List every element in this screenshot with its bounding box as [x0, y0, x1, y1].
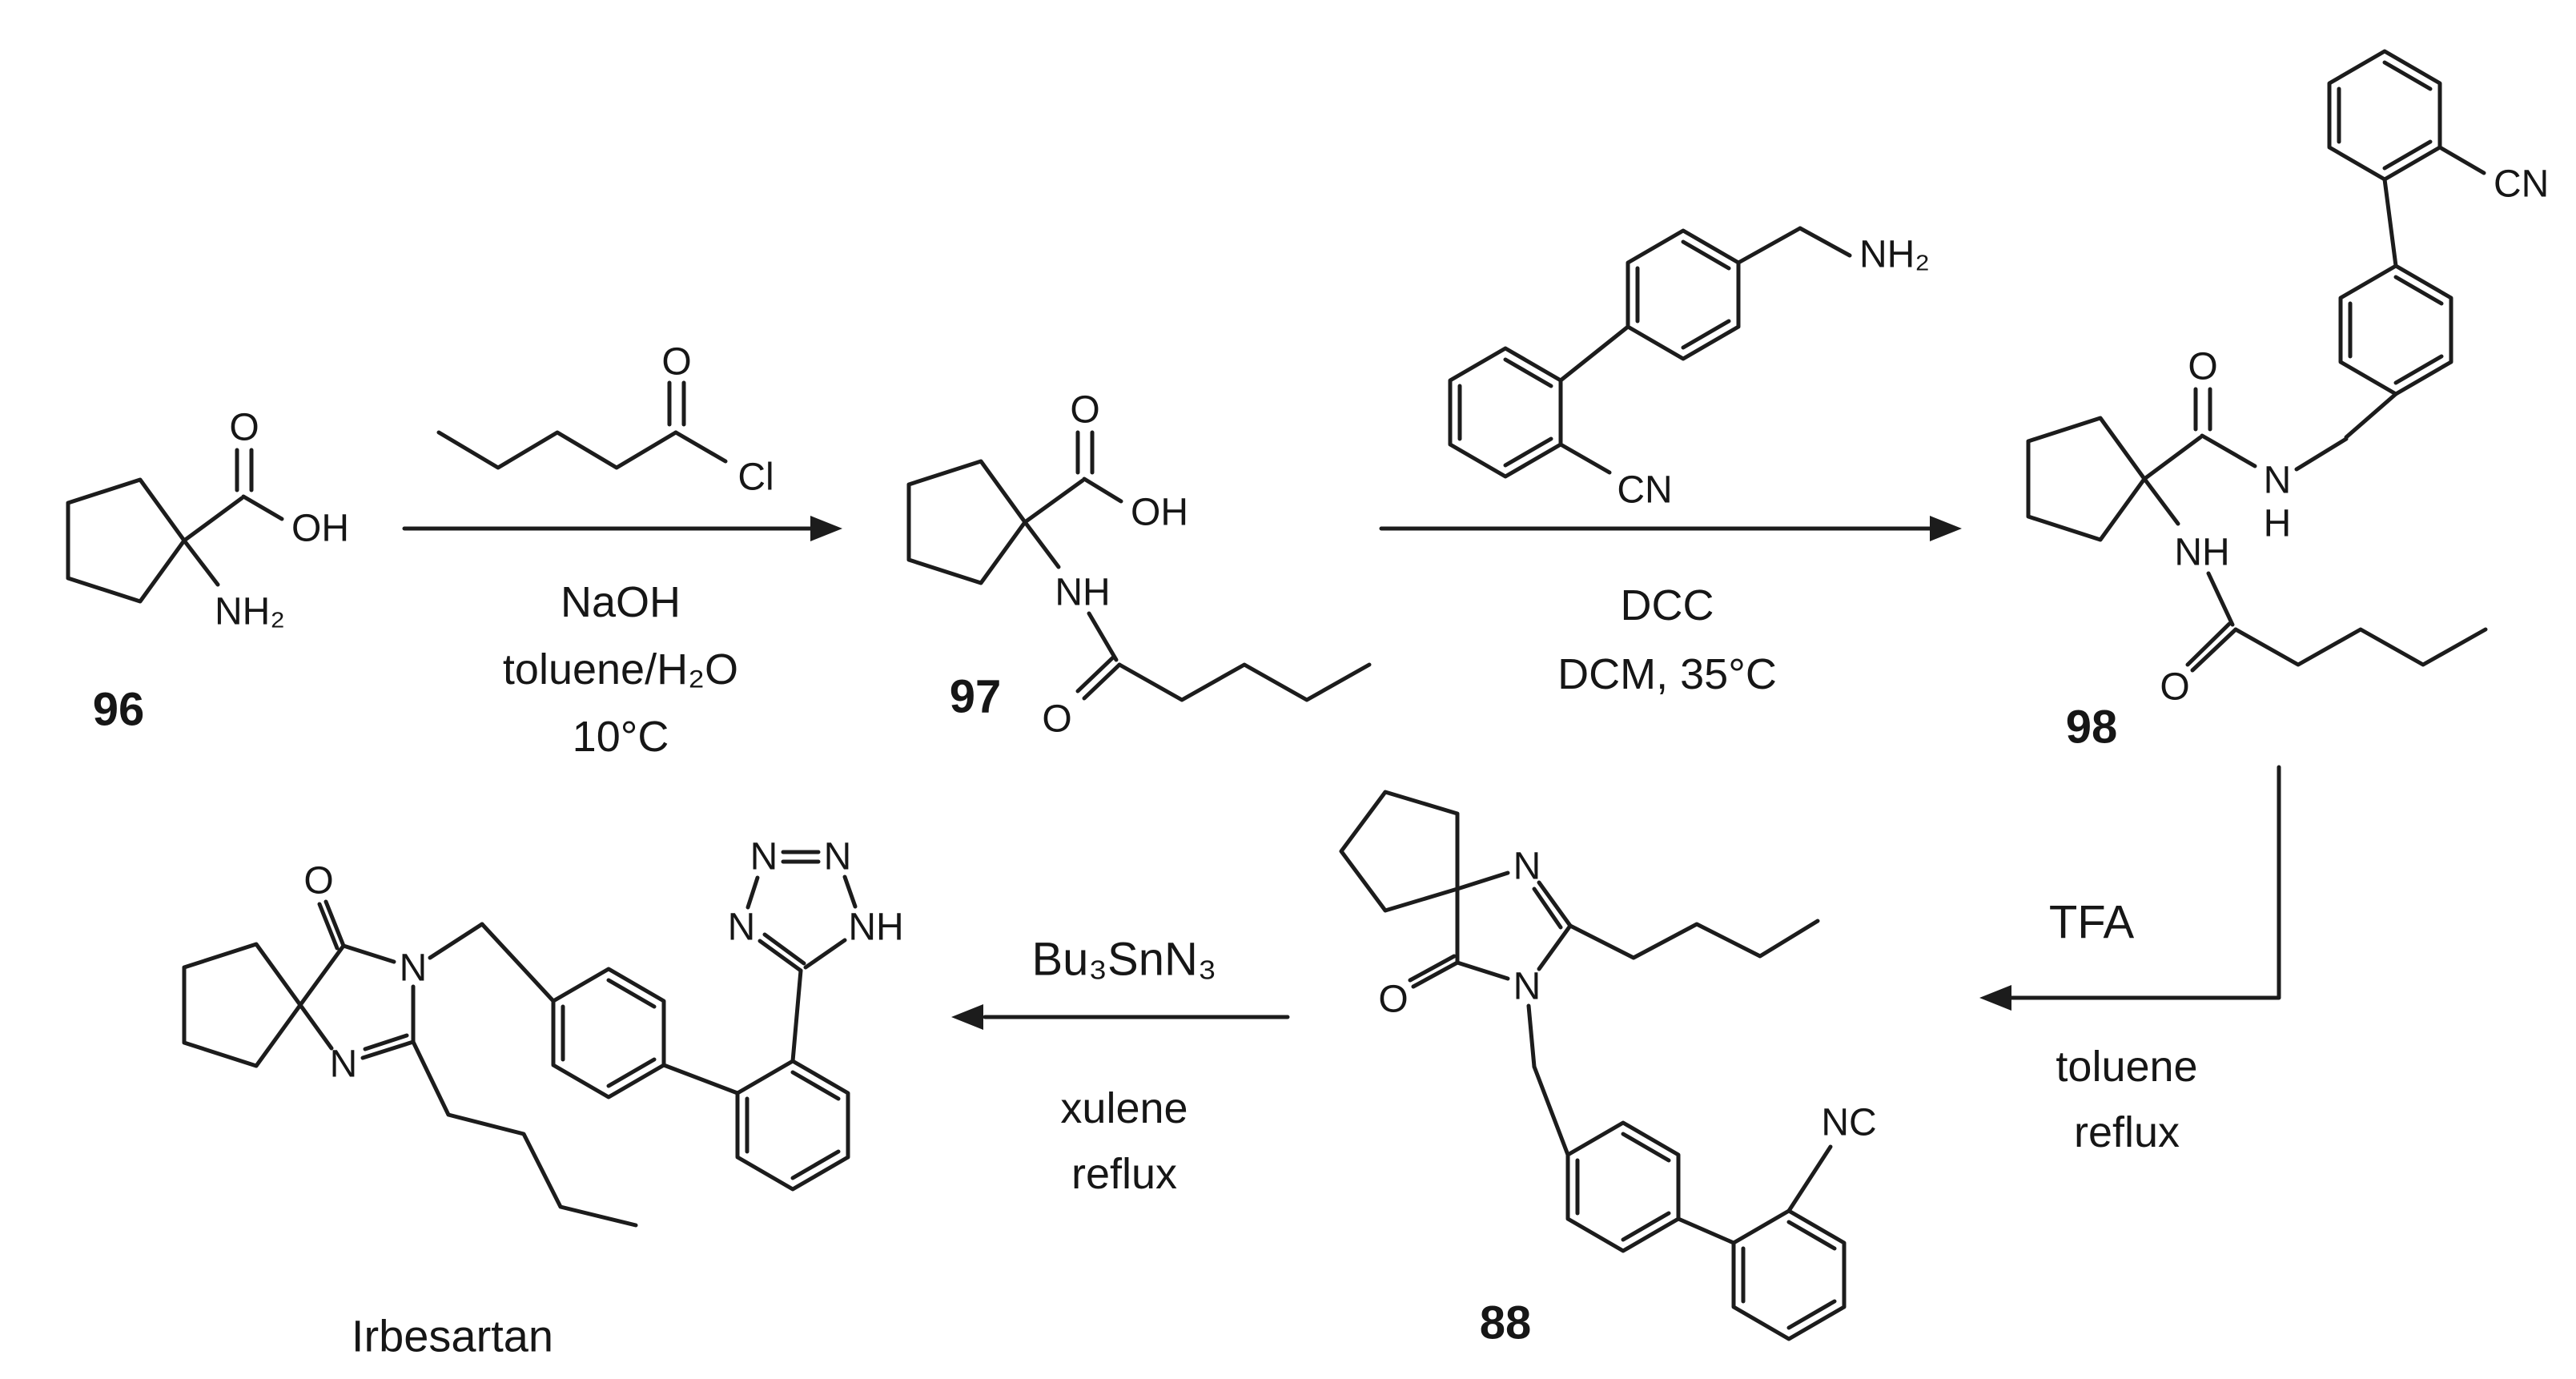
atom-label-h: H — [2264, 503, 2292, 545]
condition-xulene: xulene — [1060, 1084, 1188, 1132]
compound-88: N N O NC 88 — [1339, 790, 1877, 1349]
aminomethyl-biphenyl-carbonitrile: CN NH₂ — [1448, 226, 1930, 512]
atom-label-cn: CN — [2494, 163, 2549, 206]
atom-label-n: N — [2264, 460, 2292, 502]
condition-naoh: NaOH — [561, 578, 681, 626]
compound-96-bonds — [66, 448, 284, 604]
atom-label-cn: CN — [1617, 469, 1672, 512]
atom-label-tetrazole-nh: NH — [848, 907, 903, 949]
compound-97-bonds — [906, 430, 1372, 702]
valeryl-chloride-bonds — [436, 380, 728, 470]
atom-label-carbonyl-o: O — [229, 407, 259, 449]
atom-label-cl: Cl — [737, 456, 774, 499]
compound-88-bonds — [1339, 790, 1847, 1341]
arrowhead-left-icon — [1979, 985, 2011, 1011]
atom-label-oh: OH — [291, 508, 349, 550]
condition-reflux: reflux — [2074, 1108, 2180, 1156]
condition-tfa: TFA — [2049, 897, 2135, 949]
compound-96: O OH NH₂ 96 — [66, 407, 349, 736]
compound-name-irbesartan: Irbesartan — [352, 1311, 553, 1361]
atom-label-amide-o2: O — [2160, 666, 2189, 709]
condition-toluene: toluene — [2056, 1043, 2197, 1091]
compound-number-97: 97 — [950, 671, 1002, 723]
atom-label-tetrazole-n4: N — [728, 907, 756, 949]
compound-number-96: 96 — [93, 684, 145, 736]
condition-bu3snn3: Bu₃SnN₃ — [1031, 934, 1216, 986]
reaction-arrow-4: Bu₃SnN₃ xulene reflux — [951, 934, 1290, 1198]
condition-dcm-temp: DCM, 35°C — [1557, 650, 1777, 698]
atom-label-carbonyl-o: O — [1378, 979, 1408, 1021]
atom-label-tetrazole-n2: N — [824, 836, 852, 878]
atom-label-carbonyl-o: O — [661, 341, 691, 384]
valeryl-chloride: O Cl — [436, 341, 774, 499]
atom-label-nh: NH — [1055, 572, 1110, 614]
atom-label-nh2: NH₂ — [215, 591, 285, 633]
atom-label-nh: NH — [2174, 532, 2229, 574]
condition-dcc: DCC — [1621, 581, 1714, 629]
atom-label-carbonyl-o: O — [303, 860, 333, 903]
arrowhead-right-icon — [1930, 516, 1962, 541]
reaction-arrow-3: TFA toluene reflux — [1979, 765, 2281, 1156]
amine-reagent-bonds — [1448, 226, 1852, 479]
condition-solvent: toluene/H₂O — [503, 645, 738, 694]
compound-number-88: 88 — [1480, 1297, 1532, 1349]
compound-number-98: 98 — [2066, 702, 2118, 754]
arrowhead-right-icon — [810, 516, 842, 541]
atom-label-n-imine: N — [1513, 846, 1541, 888]
atom-label-carbonyl-o: O — [1070, 389, 1099, 432]
reaction-arrow-2: DCC DCM, 35°C — [1379, 516, 1962, 698]
irbesartan: O N N N N N NH Irbesartan — [182, 836, 904, 1361]
atom-label-tetrazole-n3: N — [750, 836, 778, 878]
condition-reflux: reflux — [1071, 1150, 1177, 1198]
atom-label-nc: NC — [1821, 1102, 1876, 1144]
reaction-arrow-1: NaOH toluene/H₂O 10°C — [402, 516, 842, 761]
atom-label-oh: OH — [1131, 492, 1188, 534]
compound-97: O OH NH O 97 — [906, 389, 1372, 741]
atom-label-amide-o: O — [1042, 698, 1071, 741]
atom-label-n-amide: N — [400, 947, 428, 990]
atom-label-n-imine: N — [330, 1043, 358, 1086]
atom-label-n-amide: N — [1513, 966, 1541, 1008]
compound-98: O N H CN NH O 98 — [2026, 49, 2549, 754]
irbesartan-bonds — [182, 850, 858, 1228]
atom-label-nh2: NH₂ — [1859, 234, 1930, 276]
arrowhead-left-icon — [951, 1004, 983, 1030]
compound-98-bonds — [2026, 49, 2488, 673]
atom-label-amide-o: O — [2188, 346, 2217, 388]
condition-temperature: 10°C — [573, 713, 669, 761]
